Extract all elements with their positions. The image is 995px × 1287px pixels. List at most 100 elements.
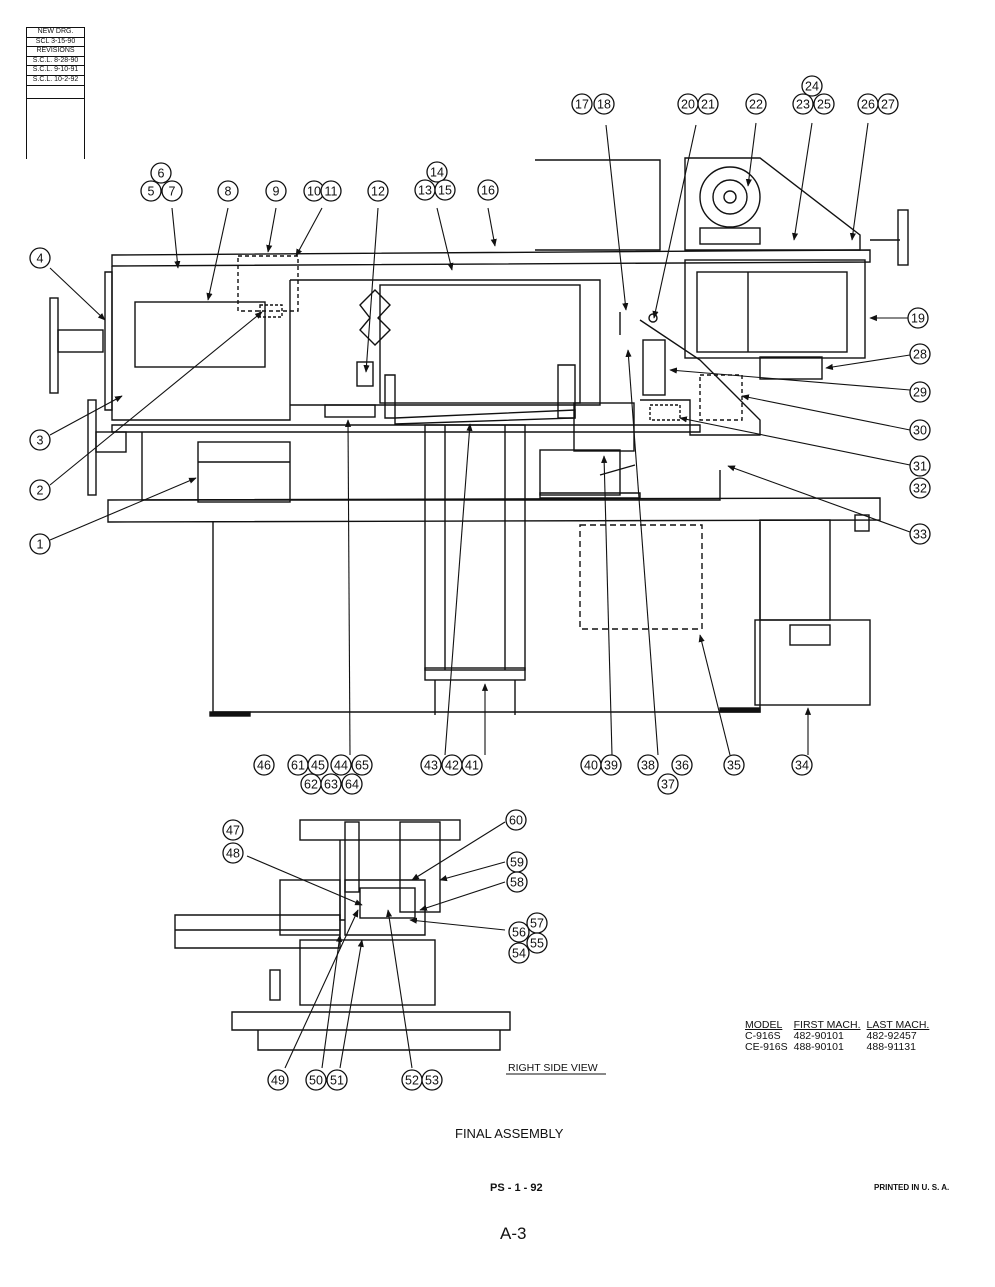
callout-balloon <box>29 247 51 269</box>
revision-entry: S.C.L. 8-28-90 <box>27 57 84 67</box>
callout-balloon <box>420 754 442 776</box>
callout-label: 64 <box>345 778 359 792</box>
callout-balloon <box>305 1069 327 1091</box>
callout-label: 12 <box>371 185 385 199</box>
callout-label: 5 <box>148 185 155 199</box>
callout-label: 65 <box>355 759 369 773</box>
callout-balloon <box>801 75 823 97</box>
callout-label: 35 <box>727 759 741 773</box>
callout-1: 1 <box>29 533 51 555</box>
model-header: MODEL <box>745 1019 783 1031</box>
callout-37: 37 <box>657 773 679 795</box>
callout-balloon <box>571 93 593 115</box>
callout-balloon <box>907 307 929 329</box>
callout-15: 15 <box>434 179 456 201</box>
callout-balloon <box>341 773 363 795</box>
callout-balloon <box>745 93 767 115</box>
callout-balloon <box>909 419 931 441</box>
callout-balloon <box>222 819 244 841</box>
callout-4: 4 <box>29 247 51 269</box>
callout-balloon <box>140 180 162 202</box>
callout-52: 52 <box>401 1069 423 1091</box>
callout-label: 24 <box>805 80 819 94</box>
callout-32: 32 <box>909 477 931 499</box>
callout-63: 63 <box>320 773 342 795</box>
first-mach-header: FIRST MACH. <box>793 1019 861 1031</box>
callout-balloon <box>877 93 899 115</box>
callout-23: 23 <box>792 93 814 115</box>
callout-label: 52 <box>405 1074 419 1088</box>
callout-label: 34 <box>795 759 809 773</box>
callout-label: 7 <box>169 185 176 199</box>
callout-34: 34 <box>791 754 813 776</box>
callout-label: 43 <box>424 759 438 773</box>
callout-51: 51 <box>326 1069 348 1091</box>
model-cell: C-916S <box>745 1030 781 1042</box>
callout-label: 11 <box>325 185 338 199</box>
callout-balloon <box>29 429 51 451</box>
callout-label: 26 <box>861 98 875 112</box>
callout-label: 17 <box>575 98 589 112</box>
callout-label: 2 <box>37 484 44 498</box>
callout-64: 64 <box>341 773 363 795</box>
printed-note: PRINTED IN U. S. A. <box>874 1183 950 1192</box>
callout-balloon <box>222 842 244 864</box>
callout-balloon <box>697 93 719 115</box>
callout-balloon <box>508 942 530 964</box>
callout-label: 13 <box>418 184 432 198</box>
callout-6: 6 <box>150 162 172 184</box>
callout-balloon <box>505 809 527 831</box>
callout-label: 49 <box>271 1074 285 1088</box>
machine-main-view <box>49 157 909 717</box>
callout-45: 45 <box>307 754 329 776</box>
callout-40: 40 <box>580 754 602 776</box>
callout-balloon <box>307 754 329 776</box>
revision-blank <box>27 86 84 99</box>
callout-29: 29 <box>909 381 931 403</box>
callout-balloon <box>909 343 931 365</box>
callout-54: 54 <box>508 942 530 964</box>
callout-label: 21 <box>701 98 715 112</box>
callout-35: 35 <box>723 754 745 776</box>
callout-label: 33 <box>913 528 927 542</box>
callout-39: 39 <box>600 754 622 776</box>
callout-30: 30 <box>909 419 931 441</box>
callout-label: 55 <box>530 937 544 951</box>
last-mach-cell: 482-92457 <box>866 1030 917 1042</box>
callout-balloon <box>508 921 530 943</box>
callout-balloon <box>600 754 622 776</box>
callout-label: 57 <box>530 917 544 931</box>
callout-balloon <box>637 754 659 776</box>
callout-7: 7 <box>161 180 183 202</box>
callout-14: 14 <box>426 161 448 183</box>
new-drg-label: NEW DRG. <box>27 27 84 38</box>
callout-label: 19 <box>911 312 925 326</box>
callout-balloon <box>351 754 373 776</box>
callout-label: 37 <box>661 778 675 792</box>
last-mach-cell: 488-91131 <box>866 1041 916 1053</box>
callout-label: 40 <box>584 759 598 773</box>
callout-balloon <box>792 93 814 115</box>
callout-balloon <box>526 932 548 954</box>
callout-label: 8 <box>225 185 232 199</box>
callout-44: 44 <box>330 754 352 776</box>
callout-label: 15 <box>438 184 452 198</box>
callout-balloon <box>813 93 835 115</box>
drawing-title: FINAL ASSEMBLY <box>455 1126 564 1141</box>
callout-label: 14 <box>430 166 444 180</box>
callout-48: 48 <box>222 842 244 864</box>
callout-31: 31 <box>909 455 931 477</box>
revision-entry: S.C.L. 10-2-92 <box>27 76 84 86</box>
callout-label: 23 <box>796 98 810 112</box>
callout-label: 3 <box>37 434 44 448</box>
callout-label: 30 <box>913 424 927 438</box>
machine-side-view <box>174 819 511 1051</box>
view-label: RIGHT SIDE VIEW <box>508 1062 598 1074</box>
callout-balloon <box>434 179 456 201</box>
callout-label: 27 <box>881 98 895 112</box>
callout-balloon <box>426 161 448 183</box>
callout-label: 63 <box>324 778 338 792</box>
callout-56: 56 <box>508 921 530 943</box>
callout-label: 61 <box>291 759 305 773</box>
